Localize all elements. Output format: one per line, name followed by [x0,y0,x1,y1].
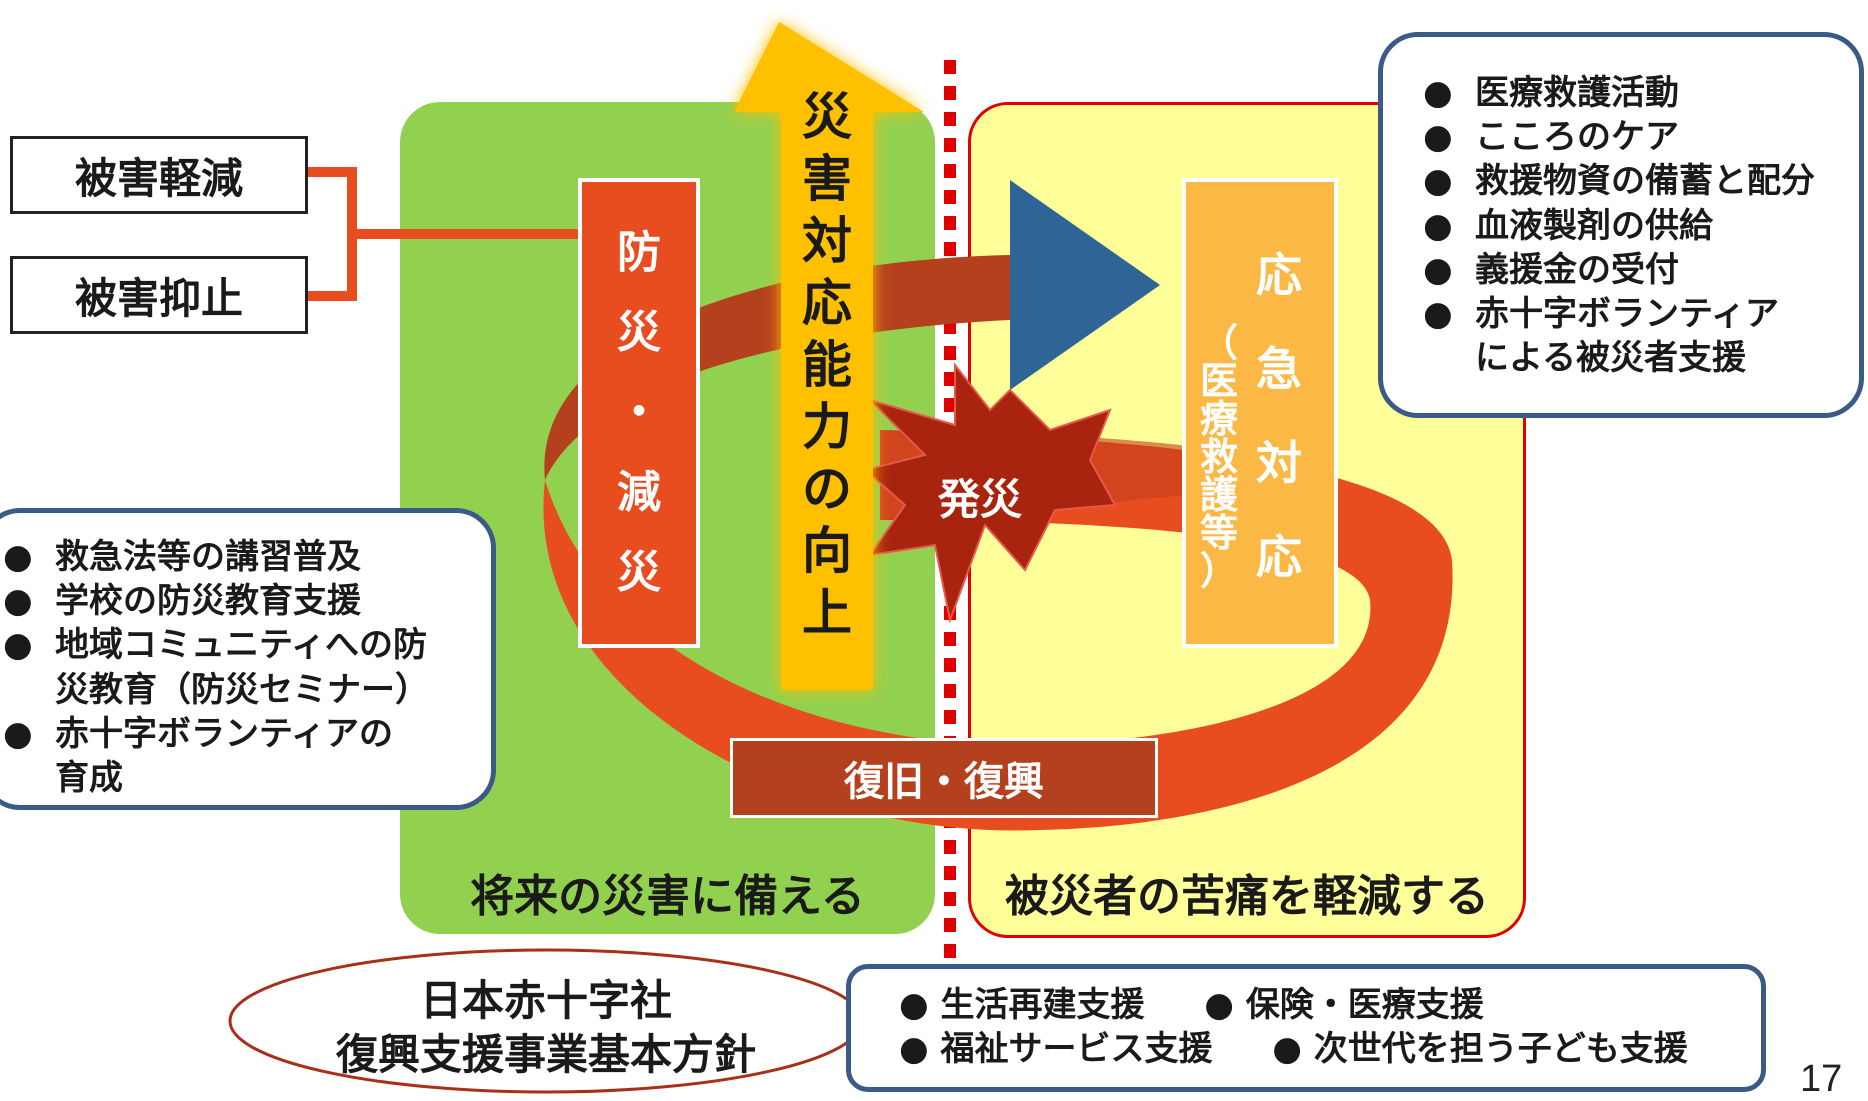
bullet-icon: ● [1423,73,1453,113]
list-item-text: 血液製剤の供給 [1475,205,1713,246]
bullet-icon: ● [3,625,33,666]
center-arrow-shape [734,22,924,690]
list-item: ● 赤十字ボランティアによる被災者支援 [1423,292,1839,380]
list-item: ● こころのケア [1423,115,1839,159]
prevention-char: 災 [617,307,661,358]
list-item-continuation: による被災者支援 [1475,338,1746,379]
list-item-text: 地域コミュニティへの防 [55,625,427,666]
connector-lines [308,167,582,301]
prevention-box: 防災・減災 [578,178,700,648]
bullet: ● [899,1029,929,1070]
center-arrow-label: 災害対応能力の向上 [781,92,873,638]
prevention-char: ・ [617,387,661,438]
bullet-icon: ● [1423,249,1453,290]
bullet-icon: ● [1423,117,1453,158]
list-item: ● 医療救護活動 [1423,71,1839,115]
arrow-char: の [802,460,852,518]
bullet: ● [1272,1029,1302,1070]
list-item: ● 地域コミュニティへの防災教育（防災セミナー） [3,623,471,711]
left-bubble: ● 救急法等の講習普及 ● 学校の防災教育支援 ● 地域コミュニティへの防災教育（防災セミ… [0,508,496,810]
list-item-text: こころのケア [1475,117,1679,158]
arrow-char: 能 [802,336,852,394]
prevention-char: 減 [617,467,661,518]
bullet-icon: ● [3,713,33,754]
response-sub-char: 医 [1200,359,1239,403]
burst-shape [862,362,1117,624]
list-item-text: 学校の防災教育支援 [55,581,361,622]
response-sub-char: 救 [1200,435,1239,479]
page-number: 17 [1800,1058,1843,1100]
arrow-char: 災 [802,88,852,146]
response-char: 応 [1256,530,1302,584]
bullet-icon: ● [3,537,33,577]
bullet-icon: ● [1423,205,1453,246]
label-damage-deterrence: 被害抑止 [10,256,308,334]
list-item: ● 血液製剤の供給 [1423,204,1839,248]
arrow-char: 応 [802,274,852,332]
list-item-continuation: 育成 [55,757,123,798]
list-item: ● 赤十字ボランティアの育成 [3,712,471,800]
response-box: （医療救護等） 応急対応 [1182,178,1338,648]
response-char: 対 [1256,436,1302,490]
bullet: ● [899,985,929,1025]
yellow-caption: 被災者の苦痛を軽減する [1005,871,1489,922]
list-item-text: 医療救護活動 [1475,73,1679,113]
bullet-icon: ● [1423,161,1453,202]
bullet-icon: ● [3,581,33,622]
bullet-icon: ● [1423,293,1453,334]
response-sub-char: 護 [1200,473,1239,517]
list-item-continuation: 災教育（防災セミナー） [55,669,429,710]
bottom-support-box: ● 生活再建支援 ● 保険・医療支援 ● 福祉サービス支援 ● 次世代を担う子ど… [846,964,1766,1092]
list-item-text: 赤十字ボランティアの [55,713,393,754]
policy-line1: 日本赤十字社 [419,976,672,1025]
support-item: 福祉サービス支援 [940,1029,1213,1070]
bullet: ● [1204,985,1234,1025]
list-item: ● 義援金の受付 [1423,248,1839,292]
right-bubble-list: ● 医療救護活動 ● こころのケア ● 救援物資の備蓄と配分 ● 血液製剤の供給 ● 義援金の受付… [1423,71,1839,380]
burst-label: 発災 [937,475,1022,524]
blue-arrowhead [1010,180,1160,390]
response-sub-char: ） [1200,549,1239,593]
prevention-char: 防 [617,227,661,278]
response-sub-char: （ [1200,321,1239,365]
cycle-band-back [544,255,1010,480]
list-item-text: 救急法等の講習普及 [55,537,361,577]
support-line2: ● 福祉サービス支援 ● 次世代を担う子ども支援 [899,1027,1761,1071]
support-item: 生活再建支援 [940,985,1145,1025]
arrow-char: 向 [802,522,852,580]
list-item: ● 学校の防災教育支援 [3,579,471,623]
list-item-text: 救援物資の備蓄と配分 [1475,161,1815,202]
label-damage-reduction: 被害軽減 [10,136,308,214]
arrow-char: 害 [802,150,852,208]
green-caption: 将来の災害に備える [470,871,865,922]
list-item-text: 赤十字ボランティア [1475,293,1779,334]
response-sub-char: 等 [1200,511,1239,555]
list-item-text: 義援金の受付 [1475,249,1679,290]
response-sub-char: 療 [1200,397,1239,441]
right-bubble: ● 医療救護活動 ● こころのケア ● 救援物資の備蓄と配分 ● 血液製剤の供給 ● 義援金の受付… [1378,32,1864,418]
response-char: 急 [1256,342,1302,396]
prevention-char: 災 [617,547,661,598]
arrow-char: 力 [802,398,852,456]
left-bubble-list: ● 救急法等の講習普及 ● 学校の防災教育支援 ● 地域コミュニティへの防災教育（防災セミ… [3,535,471,800]
list-item: ● 救急法等の講習普及 [3,535,471,579]
arrow-char: 対 [802,212,852,270]
support-item: 保険・医療支援 [1245,985,1484,1025]
arrow-char: 上 [802,584,852,642]
policy-line2: 復興支援事業基本方針 [335,1029,756,1079]
support-line1: ● 生活再建支援 ● 保険・医療支援 [899,983,1761,1027]
support-item: 次世代を担う子ども支援 [1313,1029,1688,1070]
response-char: 応 [1256,248,1302,302]
list-item: ● 救援物資の備蓄と配分 [1423,159,1839,203]
policy-text: 日本赤十字社 復興支援事業基本方針 [226,974,866,1082]
recovery-label: 復旧・復興 [730,738,1158,818]
